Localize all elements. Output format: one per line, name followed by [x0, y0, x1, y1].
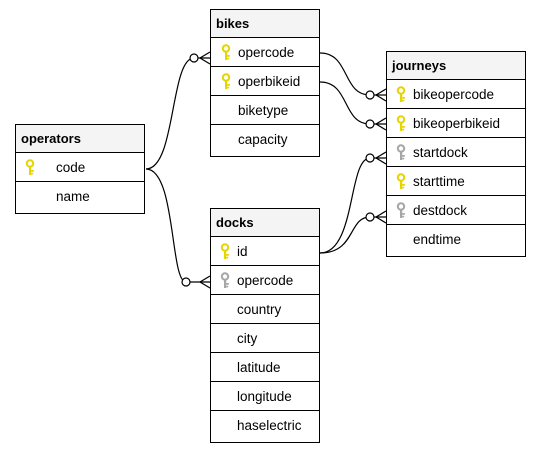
- rel-docks-startdock-crowfoot: [374, 151, 387, 165]
- rel-docks-startdock: [319, 157, 386, 254]
- yellow-key-icon: [25, 159, 35, 175]
- table-title: journeys: [387, 52, 525, 80]
- column-code[interactable]: code: [16, 153, 144, 182]
- rel-operators-bikes-optional-marker: [189, 53, 199, 63]
- rel-operators-docks: [145, 168, 210, 283]
- column-name: destdock: [413, 203, 468, 218]
- column-id[interactable]: id: [211, 237, 319, 266]
- yellow-key-icon: [220, 243, 230, 259]
- column-name: capacity: [238, 132, 288, 147]
- rel-operators-docks-optional-marker: [181, 277, 191, 287]
- rel-operators-bikes: [145, 57, 210, 170]
- rel-operators-docks-crowfoot: [198, 275, 211, 289]
- rel-bikes-operbikeid-optional-marker: [365, 119, 375, 129]
- column-name: country: [237, 302, 282, 317]
- column-name: starttime: [413, 174, 465, 189]
- column-name: haselectric: [237, 418, 302, 433]
- yellow-key-icon: [221, 73, 231, 89]
- column-name: operbikeid: [238, 74, 301, 89]
- column-name: city: [237, 331, 258, 346]
- column-latitude[interactable]: latitude: [211, 353, 319, 382]
- column-name: endtime: [413, 232, 462, 247]
- table-docks[interactable]: docks id opercode country city latitude …: [210, 208, 320, 443]
- column-name: biketype: [238, 103, 289, 118]
- column-name-field[interactable]: name: [16, 182, 144, 211]
- column-name: code: [56, 160, 86, 175]
- column-bikeopercode[interactable]: bikeopercode: [387, 80, 525, 109]
- column-city[interactable]: city: [211, 324, 319, 353]
- yellow-key-icon: [396, 173, 406, 189]
- column-name: name: [56, 189, 90, 204]
- column-name: latitude: [237, 360, 281, 375]
- rel-bikes-opercode-journeys: [319, 52, 386, 96]
- rel-docks-destdock-optional-marker: [365, 212, 375, 222]
- yellow-key-icon: [396, 86, 406, 102]
- table-operators[interactable]: operators code name: [15, 124, 145, 214]
- gray-key-icon: [396, 202, 406, 218]
- rel-docks-destdock: [319, 216, 386, 254]
- column-bikeoperbikeid[interactable]: bikeoperbikeid: [387, 109, 525, 138]
- yellow-key-icon: [396, 115, 406, 131]
- column-capacity[interactable]: capacity: [211, 125, 319, 154]
- column-biketype[interactable]: biketype: [211, 96, 319, 125]
- rel-bikes-operbikeid-journeys: [319, 81, 386, 125]
- column-operbikeid[interactable]: operbikeid: [211, 67, 319, 96]
- rel-operators-bikes-crowfoot: [198, 51, 211, 65]
- table-journeys[interactable]: journeys bikeopercode bikeoperbikeid sta…: [386, 51, 526, 257]
- rel-docks-destdock-crowfoot: [374, 210, 387, 224]
- gray-key-icon: [220, 272, 230, 288]
- column-longitude[interactable]: longitude: [211, 382, 319, 411]
- column-name: id: [237, 244, 248, 259]
- column-name: bikeopercode: [413, 87, 495, 102]
- column-opercode[interactable]: opercode: [211, 38, 319, 67]
- table-title: docks: [211, 209, 319, 237]
- column-name: opercode: [238, 45, 295, 60]
- column-destdock[interactable]: destdock: [387, 196, 525, 225]
- column-startdock[interactable]: startdock: [387, 138, 525, 167]
- column-country[interactable]: country: [211, 295, 319, 324]
- column-name: longitude: [237, 389, 292, 404]
- column-haselectric[interactable]: haselectric: [211, 411, 319, 440]
- column-name: startdock: [413, 145, 468, 160]
- rel-docks-startdock-optional-marker: [365, 153, 375, 163]
- rel-bikes-opercode-crowfoot: [374, 88, 387, 102]
- column-opercode[interactable]: opercode: [211, 266, 319, 295]
- rel-bikes-opercode-optional-marker: [365, 90, 375, 100]
- gray-key-icon: [396, 144, 406, 160]
- column-endtime[interactable]: endtime: [387, 225, 525, 254]
- table-bikes[interactable]: bikes opercode operbikeid biketype capac…: [210, 9, 320, 157]
- column-starttime[interactable]: starttime: [387, 167, 525, 196]
- yellow-key-icon: [221, 44, 231, 60]
- table-title: operators: [16, 125, 144, 153]
- rel-bikes-operbikeid-crowfoot: [374, 117, 387, 131]
- column-name: opercode: [237, 273, 294, 288]
- column-name: bikeoperbikeid: [413, 116, 501, 131]
- table-title: bikes: [211, 10, 319, 38]
